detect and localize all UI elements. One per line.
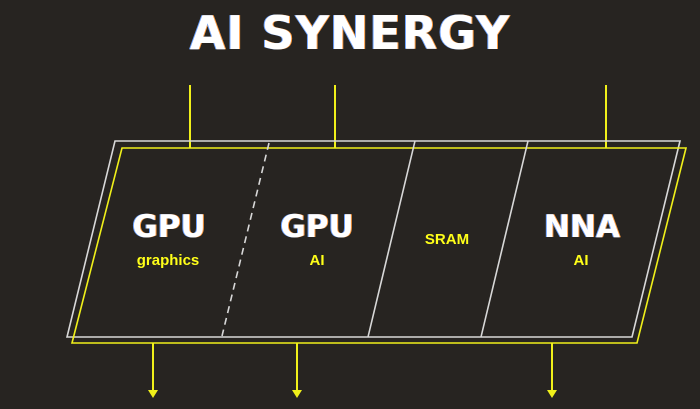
block-nna-title: NNA <box>544 209 620 245</box>
block-gpu-graphics-subtitle: graphics <box>136 252 200 269</box>
output-arrow-2 <box>292 343 302 398</box>
block-gpu-ai-title: GPU <box>280 209 354 245</box>
divider-1 <box>367 140 416 338</box>
diagram-title: AI SYNERGY <box>189 6 511 60</box>
block-sram-label: SRAM <box>424 231 470 248</box>
block-gpu-ai-subtitle: AI <box>309 252 325 269</box>
divider-dashed <box>221 142 270 337</box>
output-arrow-1 <box>148 343 158 398</box>
block-nna-subtitle: AI <box>573 252 589 269</box>
output-arrow-3 <box>547 343 557 398</box>
white-outline <box>65 140 682 338</box>
block-gpu-graphics-title: GPU <box>132 209 206 245</box>
divider-2 <box>480 140 529 338</box>
yellow-outline <box>70 147 688 344</box>
